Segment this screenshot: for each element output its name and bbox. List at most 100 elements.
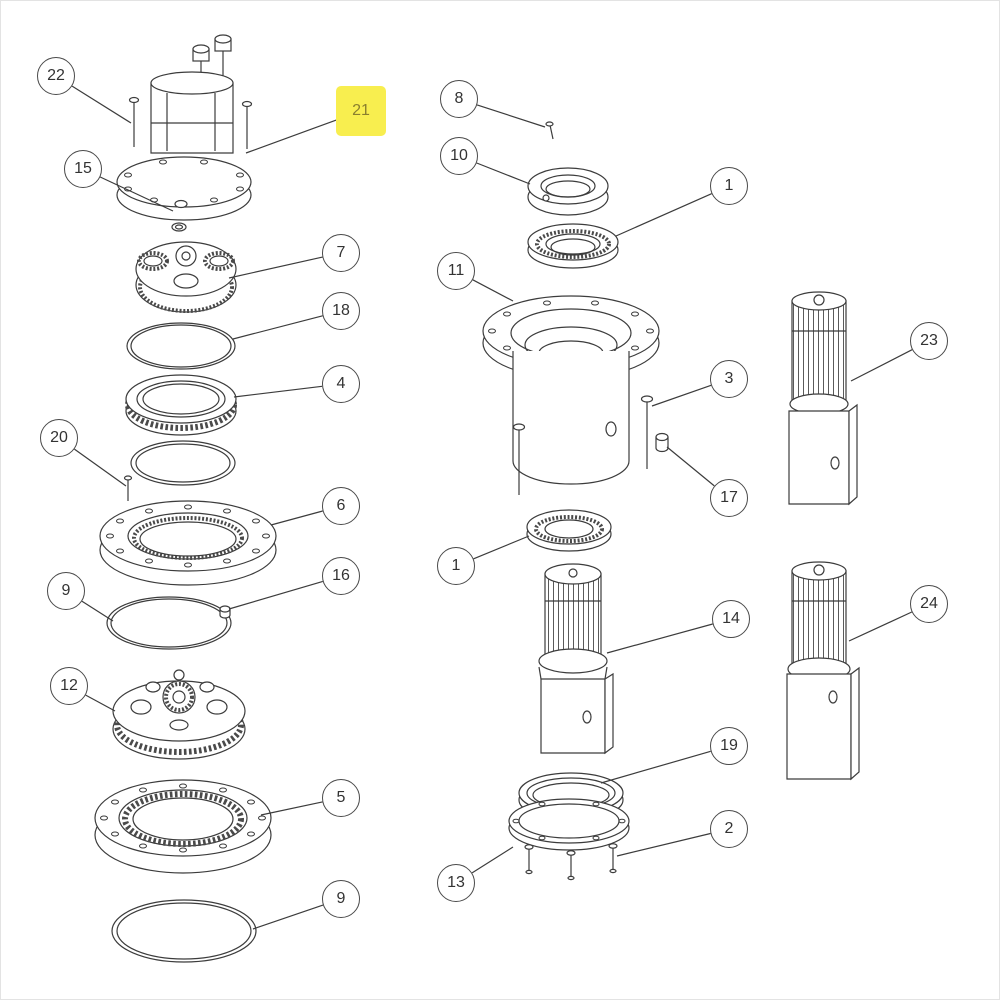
large-ring-upper xyxy=(106,596,232,650)
leader-line-23 xyxy=(850,349,913,382)
callout-9[interactable]: 9 xyxy=(47,572,85,610)
flange-housing xyxy=(99,500,277,586)
callout-label: 8 xyxy=(454,90,464,107)
output-shaft-upper xyxy=(788,291,858,506)
callout-label: 2 xyxy=(724,820,734,837)
o-ring-upper xyxy=(126,322,236,370)
callout-21-highlighted[interactable]: 21 xyxy=(336,86,386,136)
callout-label: 17 xyxy=(720,489,738,506)
callout-2[interactable]: 2 xyxy=(710,810,748,848)
leader-line-6 xyxy=(270,510,323,526)
drive-shaft xyxy=(538,563,614,755)
callout-label: 14 xyxy=(722,610,740,627)
motor-assembly xyxy=(116,34,253,232)
callout-18[interactable]: 18 xyxy=(322,292,360,330)
leader-line-21 xyxy=(245,119,337,154)
leader-line-10 xyxy=(476,162,531,185)
dowel-pin xyxy=(123,475,133,501)
leader-line-11 xyxy=(472,279,514,302)
callout-15[interactable]: 15 xyxy=(64,150,102,188)
callout-9[interactable]: 9 xyxy=(322,880,360,918)
callout-1[interactable]: 1 xyxy=(437,547,475,585)
callout-label: 7 xyxy=(336,244,346,261)
callout-10[interactable]: 10 xyxy=(440,137,478,175)
callout-label: 15 xyxy=(74,160,92,177)
callout-1[interactable]: 1 xyxy=(710,167,748,205)
callout-label: 10 xyxy=(450,147,468,164)
callout-label: 4 xyxy=(336,375,346,392)
bearing-upper xyxy=(527,223,619,269)
small-plug xyxy=(219,605,231,619)
housing-plug xyxy=(655,432,669,453)
leader-line-19 xyxy=(600,750,711,784)
center-plug xyxy=(171,222,187,232)
callout-label: 12 xyxy=(60,677,78,694)
leader-line-5 xyxy=(260,801,323,816)
callout-label: 20 xyxy=(50,429,68,446)
leader-line-24 xyxy=(848,611,913,642)
small-pin xyxy=(545,121,554,140)
callout-14[interactable]: 14 xyxy=(712,600,750,638)
leader-line-4 xyxy=(233,385,323,398)
callout-label: 21 xyxy=(352,102,370,119)
leader-line-18 xyxy=(232,315,323,340)
callout-23[interactable]: 23 xyxy=(910,322,948,360)
retainer-plate xyxy=(508,798,630,851)
split-collar xyxy=(527,167,609,216)
callout-label: 1 xyxy=(451,557,461,574)
callout-6[interactable]: 6 xyxy=(322,487,360,525)
leader-line-1 xyxy=(473,535,530,560)
leader-line-9 xyxy=(81,600,114,622)
leader-line-20 xyxy=(74,448,127,487)
output-shaft-lower xyxy=(786,561,860,781)
callout-5[interactable]: 5 xyxy=(322,779,360,817)
leader-line-8 xyxy=(476,104,546,128)
callout-label: 9 xyxy=(336,890,346,907)
callout-label: 23 xyxy=(920,332,938,349)
leader-line-2 xyxy=(616,832,711,857)
callout-4[interactable]: 4 xyxy=(322,365,360,403)
housing-bolts xyxy=(512,395,654,495)
leader-line-3 xyxy=(651,384,712,407)
callout-16[interactable]: 16 xyxy=(322,557,360,595)
leader-line-14 xyxy=(606,623,713,654)
callout-label: 24 xyxy=(920,595,938,612)
leader-line-12 xyxy=(85,694,116,712)
callout-label: 16 xyxy=(332,567,350,584)
callout-13[interactable]: 13 xyxy=(437,864,475,902)
callout-19[interactable]: 19 xyxy=(710,727,748,765)
callout-label: 9 xyxy=(61,582,71,599)
callout-label: 18 xyxy=(332,302,350,319)
leader-line-9 xyxy=(252,904,324,930)
callout-label: 11 xyxy=(447,262,465,279)
ring-gear xyxy=(94,779,272,874)
callout-label: 6 xyxy=(336,497,346,514)
leader-line-1 xyxy=(615,193,712,237)
callout-label: 5 xyxy=(336,789,346,806)
leader-line-17 xyxy=(666,446,715,487)
callout-24[interactable]: 24 xyxy=(910,585,948,623)
o-ring-lower xyxy=(111,899,257,963)
callout-label: 13 xyxy=(447,874,465,891)
callout-11[interactable]: 11 xyxy=(437,252,475,290)
seal-ring xyxy=(130,440,236,486)
callout-20[interactable]: 20 xyxy=(40,419,78,457)
callout-7[interactable]: 7 xyxy=(322,234,360,272)
leader-line-16 xyxy=(228,580,323,610)
callout-8[interactable]: 8 xyxy=(440,80,478,118)
leader-line-7 xyxy=(228,256,323,279)
leader-line-15 xyxy=(99,176,174,212)
callout-label: 3 xyxy=(724,370,734,387)
callout-22[interactable]: 22 xyxy=(37,57,75,95)
bearing-lower xyxy=(526,509,612,552)
callout-label: 22 xyxy=(47,67,65,84)
leader-line-13 xyxy=(471,846,514,874)
callout-12[interactable]: 12 xyxy=(50,667,88,705)
gear-housing xyxy=(482,295,660,485)
callout-17[interactable]: 17 xyxy=(710,479,748,517)
callout-3[interactable]: 3 xyxy=(710,360,748,398)
gear-ring xyxy=(125,374,237,436)
callout-label: 19 xyxy=(720,737,738,754)
